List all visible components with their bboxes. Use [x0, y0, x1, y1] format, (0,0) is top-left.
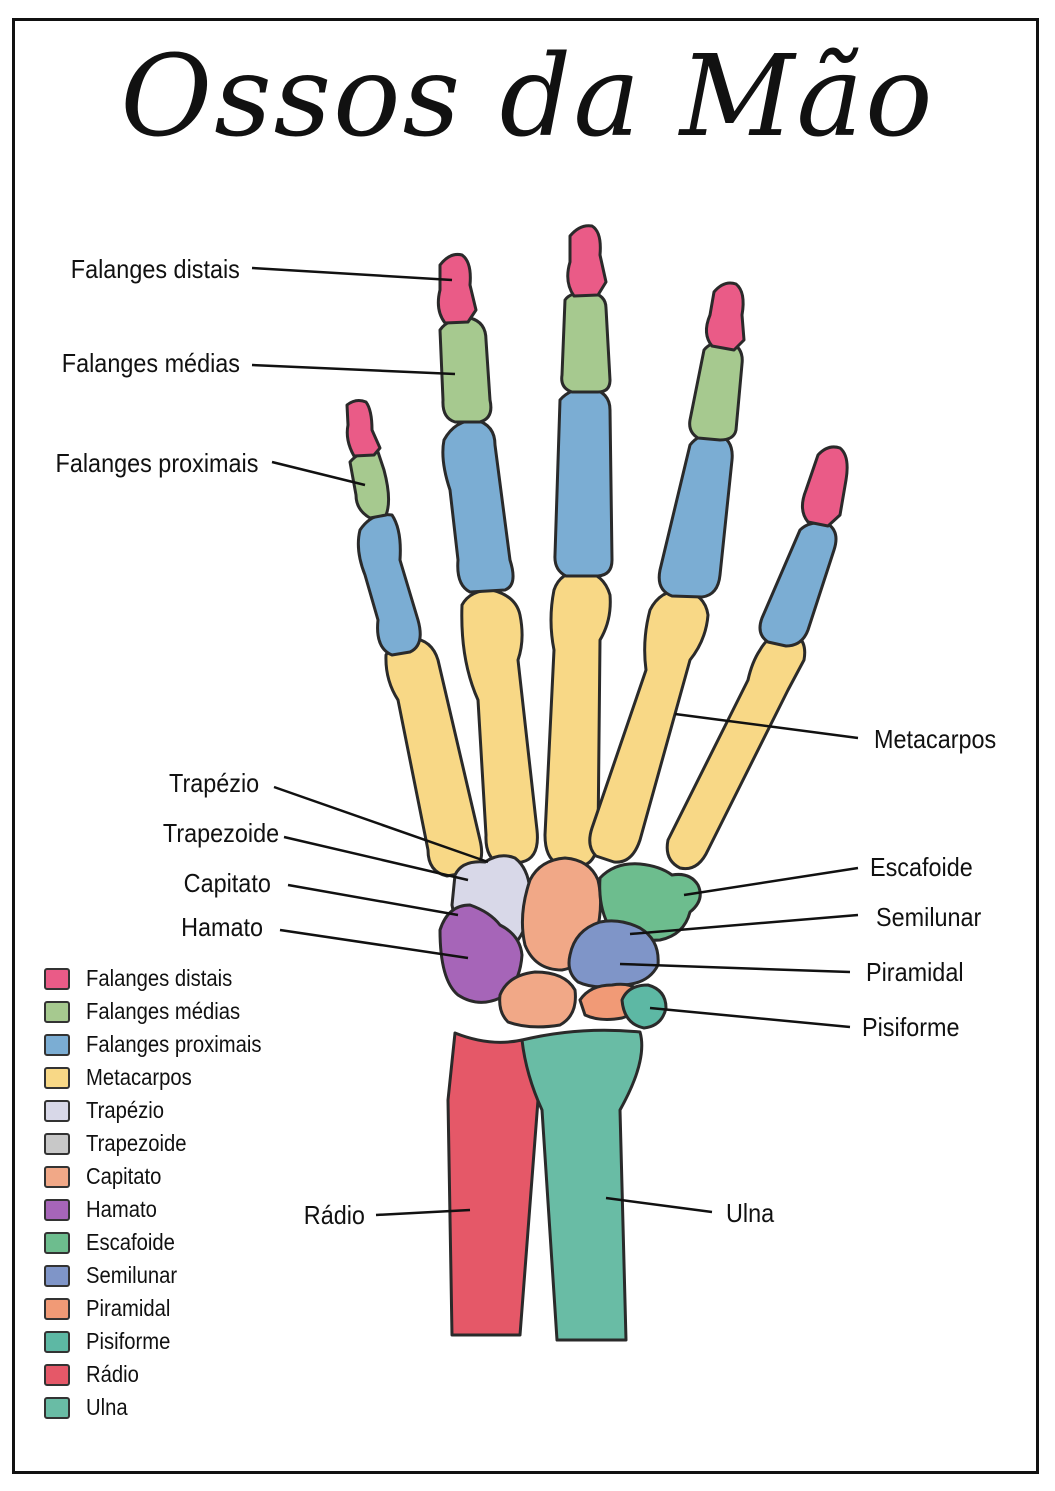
bone-ring-distal [436, 253, 478, 325]
page-title: Ossos da Mão [120, 32, 935, 162]
legend-label: Pisiforme [86, 1328, 171, 1354]
legend-swatch [44, 1033, 70, 1056]
label-falanges-proximais: Falanges proximais [55, 448, 258, 478]
leader-capitato [287, 883, 459, 917]
label-piramidal: Piramidal [866, 957, 964, 987]
legend-label: Semilunar [86, 1262, 178, 1288]
bone-index-proximal [657, 432, 734, 599]
leader-piramidal [619, 962, 851, 974]
legend-label: Escafoide [86, 1229, 175, 1255]
leader-falanges-medias [251, 363, 456, 376]
label-falanges-medias: Falanges médias [61, 348, 240, 378]
legend-label: Metacarpos [86, 1064, 192, 1090]
legend-label: Falanges proximais [86, 1031, 262, 1057]
bone-hamato [438, 903, 524, 1004]
legend-item: Metacarpos [44, 1061, 285, 1094]
leader-falanges-distais [251, 266, 453, 282]
bone-capitato-lower [498, 970, 577, 1029]
legend-item: Falanges distais [44, 962, 285, 995]
legend-item: Rádio [44, 1358, 285, 1391]
leader-pisiforme [649, 1006, 851, 1029]
bone-pinky-distal [345, 399, 382, 458]
label-metacarpos: Metacarpos [874, 724, 997, 754]
label-semilunar: Semilunar [876, 902, 982, 932]
label-capitato: Capitato [183, 868, 271, 898]
leader-trapezoide [283, 835, 469, 882]
bone-middle-proximal [553, 386, 614, 578]
legend-label: Ulna [86, 1394, 128, 1420]
legend-item: Falanges médias [44, 995, 285, 1028]
label-trapezoide: Trapezoide [162, 818, 279, 848]
leader-ulna [605, 1196, 713, 1214]
label-ulna: Ulna [726, 1198, 775, 1228]
bone-index-distal [705, 281, 746, 352]
bone-ring-proximal [441, 418, 515, 594]
leader-semilunar [629, 913, 859, 936]
bone-semilunar [567, 919, 660, 989]
legend-swatch [44, 1132, 70, 1155]
label-escafoide: Escafoide [870, 852, 973, 882]
leader-escafoide [683, 866, 859, 897]
legend-label: Falanges distais [86, 965, 233, 991]
legend-item: Hamato [44, 1193, 285, 1226]
legend-label: Hamato [86, 1196, 157, 1222]
bone-middle-distal [566, 224, 608, 298]
leader-radio [375, 1208, 471, 1217]
bone-middle-middle [560, 290, 612, 394]
legend-swatch [44, 1198, 70, 1221]
legend-swatch [44, 1099, 70, 1122]
legend-item: Falanges proximais [44, 1028, 285, 1061]
bone-thumb-distal [801, 445, 849, 528]
label-hamato: Hamato [181, 912, 263, 942]
label-radio: Rádio [303, 1200, 365, 1230]
legend-item: Ulna [44, 1391, 285, 1424]
bone-index-middle [688, 340, 744, 442]
leader-hamato [279, 928, 469, 960]
legend-swatch [44, 1231, 70, 1254]
legend-item: Piramidal [44, 1292, 285, 1325]
leader-falanges-proximais [271, 460, 366, 487]
legend-label: Trapezoide [86, 1130, 187, 1156]
legend-label: Rádio [86, 1361, 139, 1387]
legend-item: Trapézio [44, 1094, 285, 1127]
leader-trapezio [273, 785, 489, 864]
legend-label: Falanges médias [86, 998, 241, 1024]
label-falanges-distais: Falanges distais [70, 254, 240, 284]
label-pisiforme: Pisiforme [862, 1012, 960, 1042]
legend-item: Capitato [44, 1160, 285, 1193]
label-trapezio: Trapézio [168, 768, 259, 798]
bone-ring-middle [438, 316, 493, 424]
legend-item: Semilunar [44, 1259, 285, 1292]
bone-pinky-middle [348, 449, 391, 520]
legend-item: Escafoide [44, 1226, 285, 1259]
bone-pisiforme [620, 983, 668, 1030]
legend-swatch [44, 967, 70, 990]
bone-pinky-proximal [356, 513, 422, 657]
legend-label: Capitato [86, 1163, 162, 1189]
leader-metacarpos [674, 712, 859, 740]
legend-label: Piramidal [86, 1295, 171, 1321]
legend-swatch [44, 1330, 70, 1353]
legend-swatch [44, 1264, 70, 1287]
legend: Falanges distais Falanges médias Falange… [44, 962, 285, 1424]
legend-swatch [44, 1396, 70, 1419]
legend-item: Trapezoide [44, 1127, 285, 1160]
bone-thumb-proximal [758, 521, 838, 648]
legend-swatch [44, 1363, 70, 1386]
legend-swatch [44, 1297, 70, 1320]
legend-item: Pisiforme [44, 1325, 285, 1358]
legend-label: Trapézio [86, 1097, 165, 1123]
legend-swatch [44, 1165, 70, 1188]
bone-radio [446, 1031, 540, 1337]
bone-ulna [520, 1028, 644, 1342]
legend-swatch [44, 1000, 70, 1023]
legend-swatch [44, 1066, 70, 1089]
